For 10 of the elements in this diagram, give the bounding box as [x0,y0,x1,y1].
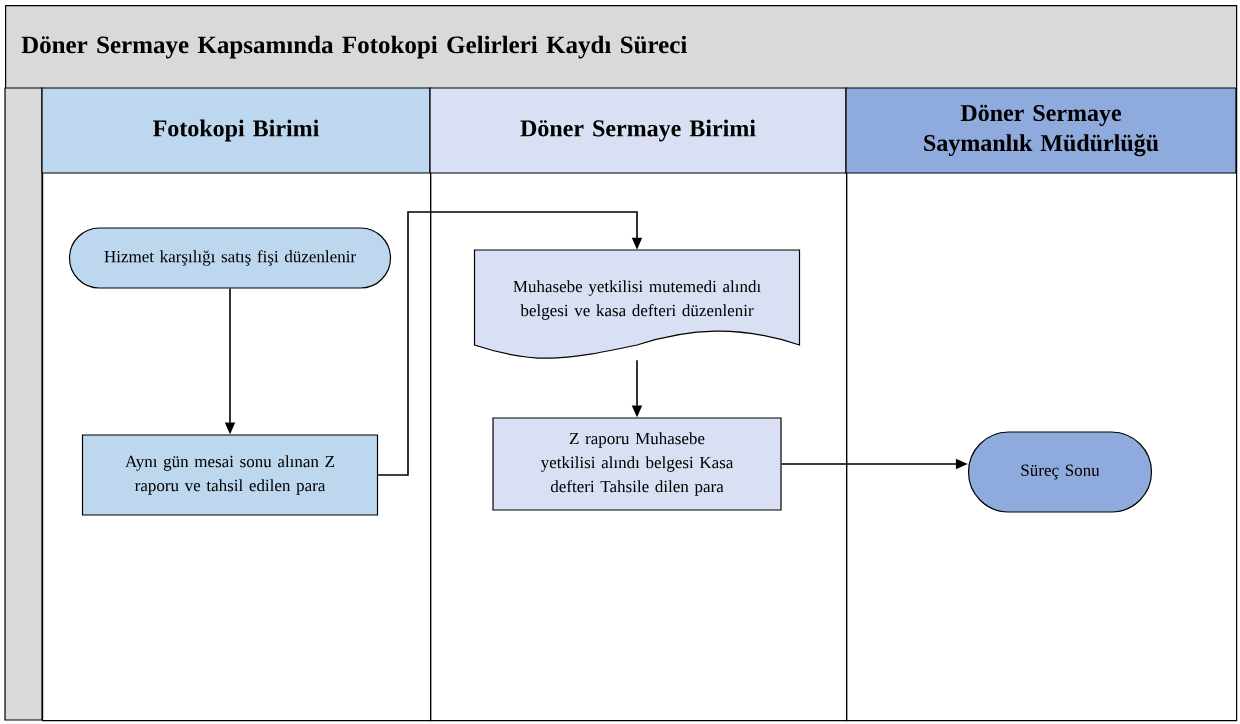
lane-header: Döner Sermaye Saymanlık Müdürlüğü [924,104,1159,157]
lane-header: Fotokopi Birimi [153,119,319,142]
title-band: Döner Sermaye Kapsamında Fotokopi Gelirleri Kaydı Süreci [5,5,1238,90]
swimlane [41,87,432,722]
lane-header: Döner Sermaye Birimi [520,119,756,142]
process-box: Aynı gün mesai sonu alınan Z raporu ve tahsil edilen para [81,434,379,516]
swimlane [429,87,848,722]
arrow [377,211,643,476]
process-box: Z raporu Muhasebe yetkilisi alındı belgesi Kasa defteri Tahsile dilen para [492,417,782,511]
swimlane [845,87,1238,722]
